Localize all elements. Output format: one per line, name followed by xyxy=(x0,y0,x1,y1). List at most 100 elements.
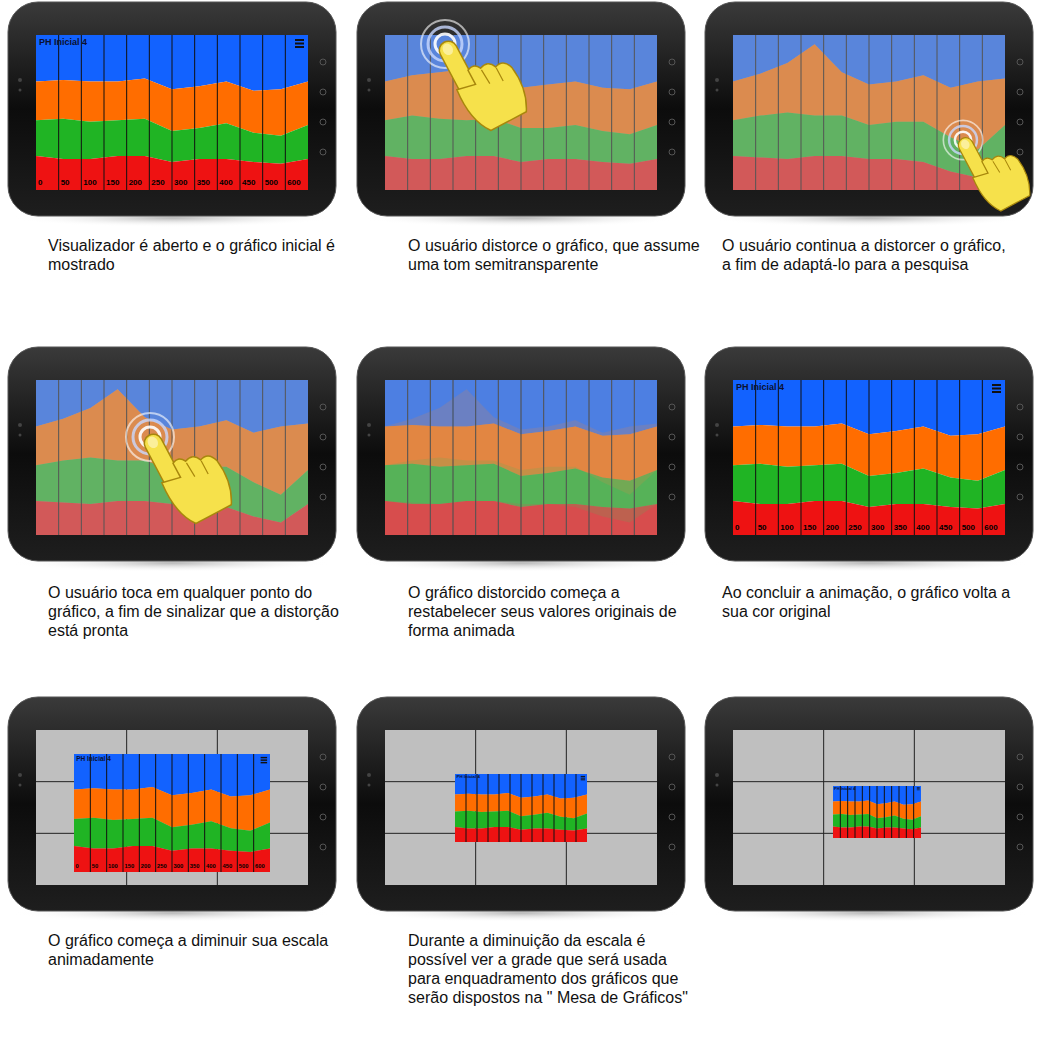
grid-line xyxy=(823,35,824,190)
grid-line xyxy=(543,380,544,535)
tablet-camera xyxy=(368,434,371,437)
grid-line xyxy=(755,380,756,535)
grid-line xyxy=(172,754,173,872)
grid-line xyxy=(123,754,124,872)
tablet-screen xyxy=(385,730,657,885)
tablet-body xyxy=(8,2,336,216)
tablet-camera xyxy=(19,784,22,787)
grid-line xyxy=(891,786,892,838)
grid-line xyxy=(937,35,938,190)
tablet-camera xyxy=(716,434,719,437)
grid-line xyxy=(407,35,408,190)
grid-line xyxy=(914,35,915,190)
tablet-button xyxy=(320,89,326,95)
grid-line xyxy=(430,380,431,535)
grid-line xyxy=(611,35,612,190)
tablet-camera xyxy=(368,784,371,787)
grid-line xyxy=(913,786,914,838)
layout-grid xyxy=(823,730,824,885)
tablet-button xyxy=(1017,464,1023,470)
tablet-button xyxy=(1017,149,1023,155)
axis-label: 200 xyxy=(129,179,142,187)
grid-line xyxy=(778,35,779,190)
tablet-camera xyxy=(715,78,719,82)
tablet-camera xyxy=(715,773,719,777)
grid-line xyxy=(899,786,900,838)
tablet-frame xyxy=(705,2,1036,227)
tablet-button xyxy=(1017,59,1023,65)
axis-label: 0 xyxy=(735,524,739,532)
tablet-button xyxy=(1017,119,1023,125)
axis-label: 50 xyxy=(758,524,767,532)
axis-label: 300 xyxy=(173,864,183,870)
tablet-button xyxy=(320,149,326,155)
grid-line xyxy=(237,754,238,872)
grid-line xyxy=(430,35,431,190)
grid-line xyxy=(846,380,847,535)
grid-line xyxy=(262,380,263,535)
axis-label: 250 xyxy=(151,179,164,187)
grid-line xyxy=(106,754,107,872)
grid-line xyxy=(149,35,150,190)
tablet-button xyxy=(320,754,326,760)
axis-label: 100 xyxy=(83,179,96,187)
tablet-button xyxy=(320,844,326,850)
grid-line xyxy=(521,380,522,535)
grid-line xyxy=(884,786,885,838)
axis-label: 150 xyxy=(803,524,816,532)
grid-line xyxy=(801,380,802,535)
grid-line xyxy=(891,35,892,190)
tablet-camera xyxy=(18,423,22,427)
axis-label: 300 xyxy=(174,179,187,187)
menu-icon xyxy=(261,757,267,758)
grid-line xyxy=(262,35,263,190)
tablet-button xyxy=(1017,814,1023,820)
menu-icon xyxy=(917,789,920,791)
tablet-body xyxy=(357,347,685,561)
tablet-button xyxy=(320,434,326,440)
grid-line xyxy=(778,380,779,535)
menu-icon xyxy=(581,779,585,781)
step-caption: O gráfico distorcido começa a restabelec… xyxy=(408,583,700,640)
tablet-frame xyxy=(8,347,336,572)
tablet-screen xyxy=(36,730,308,885)
axis-label: 300 xyxy=(871,524,884,532)
grid-line xyxy=(521,774,522,842)
grid-line xyxy=(521,380,522,535)
grid-line xyxy=(58,35,59,190)
step-caption: Durante a diminuição da escala é possíve… xyxy=(408,931,700,1007)
axis-label: 350 xyxy=(894,524,907,532)
tablet-button xyxy=(669,434,675,440)
chart-title: PH Inicial 4 xyxy=(39,38,87,47)
grid-line xyxy=(475,380,476,535)
axis-label: 450 xyxy=(222,864,232,870)
tablet-button xyxy=(1017,89,1023,95)
axis-label: 400 xyxy=(916,524,929,532)
axis-label: 0 xyxy=(75,864,78,870)
axis-label: 50 xyxy=(61,179,70,187)
grid-line xyxy=(959,380,960,535)
grid-line xyxy=(862,786,863,838)
grid-line xyxy=(466,774,467,842)
tablet-screen xyxy=(36,35,308,190)
grid-line xyxy=(217,35,218,190)
grid-line xyxy=(823,380,824,535)
axis-label: 50 xyxy=(92,864,98,870)
tablet-button xyxy=(669,59,675,65)
tablet-camera xyxy=(18,773,22,777)
axis-label: 150 xyxy=(124,864,134,870)
grid-line xyxy=(855,786,856,838)
grid-line xyxy=(937,380,938,535)
grid-line xyxy=(554,774,555,842)
tablet-button xyxy=(669,814,675,820)
tablet-button xyxy=(1017,434,1023,440)
menu-icon xyxy=(295,43,304,45)
tablet-body xyxy=(8,697,336,911)
menu-icon xyxy=(992,388,1001,390)
tablet-camera xyxy=(367,78,371,82)
tablet-button xyxy=(1017,404,1023,410)
axis-label: 150 xyxy=(106,179,119,187)
tablet-button xyxy=(669,89,675,95)
tablet-body xyxy=(705,697,1033,911)
axis-label: 350 xyxy=(190,864,200,870)
